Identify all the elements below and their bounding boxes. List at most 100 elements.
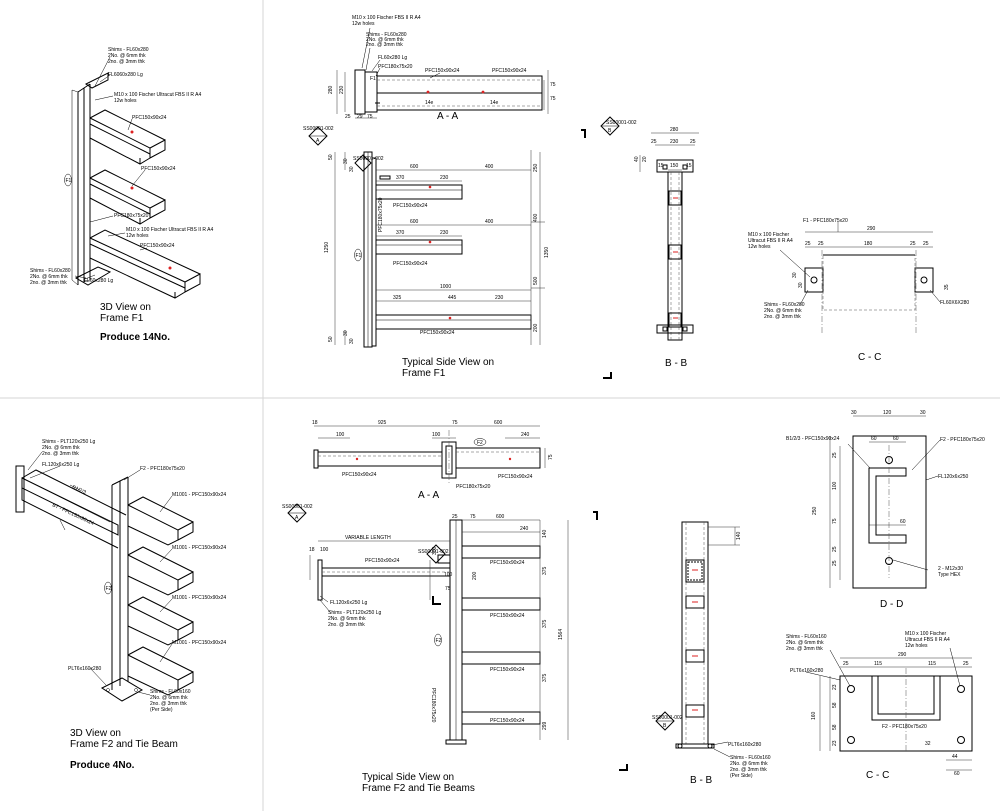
bot3d-base: PLT6x160x280 <box>68 666 101 672</box>
sidef2-pfc4: PFC150x90x24 <box>490 718 525 724</box>
bb-top-ref-sub: B <box>608 128 612 134</box>
aa-top-d25: 25 <box>345 114 351 120</box>
sidef2-d300: 300 <box>432 546 438 555</box>
cc-top-d35: 35 <box>944 284 950 290</box>
aa-bot-d75b: 75 <box>548 454 554 460</box>
bot3d-m3: M1001 - PFC150x90x24 <box>172 595 226 601</box>
bot3d-m2: M1001 - PFC150x90x24 <box>172 545 226 551</box>
top3d-pfc-1: PFC150x90x24 <box>132 115 167 121</box>
sidef2-col: PFC180x75x20 <box>430 688 436 723</box>
sidef2-sh1: Shims - PLT120x250 Lg <box>328 610 381 616</box>
bb-top-d230: 230 <box>670 139 679 145</box>
cc-top-anchor-1: M10 x 100 Fischer <box>748 232 789 238</box>
sidef2-d200: 200 <box>472 571 478 580</box>
dd-d250: 250 <box>812 506 818 515</box>
aa-top-d280: 280 <box>328 85 334 94</box>
bot3d-f2: F2 - PFC180x75x20 <box>140 466 185 472</box>
cc-bot-sh1: Shims - FL60x160 <box>786 634 827 640</box>
dd-d25b: 25 <box>832 546 838 552</box>
sidef1-d445: 445 <box>448 295 457 301</box>
top3d-shims-1: Shims - FL60x280 <box>108 47 149 53</box>
aa-top-d75a: 75 <box>550 82 556 88</box>
cc-top-d30a: 30 <box>792 272 798 278</box>
cc-bot-d25b: 25 <box>963 661 969 667</box>
sidef2-ref: SS00001-002 <box>282 504 313 510</box>
aa-top-pfc180: PFC180x75x20 <box>378 64 413 70</box>
aa-bot-d75: 75 <box>452 420 458 426</box>
aa-top-shims-3: 2no. @ 3mm thk <box>366 42 403 48</box>
sidef1-d230b: 230 <box>440 230 449 236</box>
sidef2-ref-sub: A <box>295 515 299 521</box>
cc-bot-anchor-2: Ultracut FBS II R A4 <box>905 637 950 643</box>
sidef2-tag: F2 <box>436 638 442 644</box>
bb-top-d25a: 25 <box>651 139 657 145</box>
sidef2-d299: 299 <box>542 721 548 730</box>
aa-top-d75c: 75 <box>367 114 373 120</box>
aa-top-d230: 230 <box>339 85 345 94</box>
dd-f2: F2 - PFC180x75x20 <box>940 437 985 443</box>
sidef1-ref2: SS00001-002 <box>353 156 384 162</box>
cc-top-d290: 290 <box>867 226 876 232</box>
bb-bot-title: B - B <box>690 775 713 786</box>
bb-top-d15b: 15 <box>686 163 692 169</box>
dd-d100: 100 <box>832 481 838 490</box>
bb-bot-d140: 140 <box>736 531 742 540</box>
top3d-pfc-3: PFC180x75x20 <box>114 213 149 219</box>
bot3d-bshims-2: 2No. @ 6mm thk <box>150 695 188 701</box>
sidef2-pfc3: PFC150x90x24 <box>490 667 525 673</box>
top3d-tag: F1 <box>66 178 72 184</box>
bot3d-shims-3: 2no. @ 3mm thk <box>42 451 79 457</box>
top3d-plate-label: FL6060x280 Lg <box>108 72 143 78</box>
bot3d-shims-2: 2No. @ 6mm thk <box>42 445 80 451</box>
cc-top-d180: 180 <box>864 241 873 247</box>
sidef1-d370a: 370 <box>396 175 405 181</box>
bb-top-d280: 280 <box>670 127 679 133</box>
sidef2-d240: 240 <box>520 526 529 532</box>
cc-top-shims-1: Shims - FL60x280 <box>764 302 805 308</box>
aa-bot-pfc-a: PFC150x90x24 <box>342 472 377 478</box>
sidef2-d600: 600 <box>496 514 505 520</box>
sidef2-sh2: 2No. @ 6mm thk <box>328 616 366 622</box>
aa-bot-d100b: 100 <box>432 432 441 438</box>
top3d-shims-3: 2no. @ 3mm thk <box>108 59 145 65</box>
bb-top-d150: 150 <box>670 163 679 169</box>
sidef1-d1350: 1350 <box>544 247 550 258</box>
aa-top-shims-1: Shims - FL60x280 <box>366 32 407 38</box>
dd-bolt-1: 2 - M12x30 <box>938 566 963 572</box>
sidef1-d325: 325 <box>393 295 402 301</box>
dd-title: D - D <box>880 599 903 610</box>
bottom-section-cc: Shims - FL60x160 2No. @ 6mm thk 2no. @ 3… <box>786 631 973 781</box>
sidef2-d1564: 1564 <box>558 629 564 640</box>
top3d-shims-2: 2No. @ 6mm thk <box>108 53 146 59</box>
cc-bot-d25a: 25 <box>843 661 849 667</box>
bottom-section-dd: 30 120 30 60 60 B1/2/3 - PFC150x90x24 F2… <box>786 410 985 610</box>
bottom-section-aa: 18 925 75 600 100 100 240 75 PFC150x90x2… <box>312 420 554 501</box>
sidef1-d30b: 30 <box>349 166 355 172</box>
sidef1-d1250: 1250 <box>324 242 330 253</box>
bot3d-produce: Produce 4No. <box>70 760 135 771</box>
sidef1-d400: 400 <box>533 213 539 222</box>
dd-d25a: 25 <box>832 452 838 458</box>
top-section-bb: SS00001-002 B 280 25 230 25 15 150 15 40… <box>600 116 699 369</box>
cc-bot-anchor-3: 12w holes <box>905 643 928 649</box>
dd-bolt-2: Type HEX <box>938 572 961 578</box>
sidef1-d30d: 30 <box>349 338 355 344</box>
sidef1-d50a: 50 <box>328 154 334 160</box>
sidef2-ref2: SS00001-002 <box>418 549 449 555</box>
aa-top-anchor-b: 12w holes <box>352 21 375 27</box>
cc-top-d25d: 25 <box>923 241 929 247</box>
cc-top-shims-3: 2no. @ 3mm thk <box>764 314 801 320</box>
sidef1-d30c: 30 <box>343 330 349 336</box>
bot3d-tag: F2 <box>106 586 112 592</box>
sidef1-d200: 200 <box>533 323 539 332</box>
cc-bot-d60: 60 <box>954 771 960 777</box>
bb-top-d40: 40 <box>634 156 640 162</box>
bot3d-bshims-3: 2no. @ 3mm thk <box>150 701 187 707</box>
cc-top-title: C - C <box>858 352 881 363</box>
cc-bot-d115a: 115 <box>874 661 882 667</box>
sidef2-pfc2: PFC150x90x24 <box>490 613 525 619</box>
sidef2-d375a: 375 <box>542 566 548 575</box>
dd-d60b: 60 <box>893 436 899 442</box>
bb-top-d20: 20 <box>642 156 648 162</box>
sidef2-d140: 140 <box>542 529 548 538</box>
